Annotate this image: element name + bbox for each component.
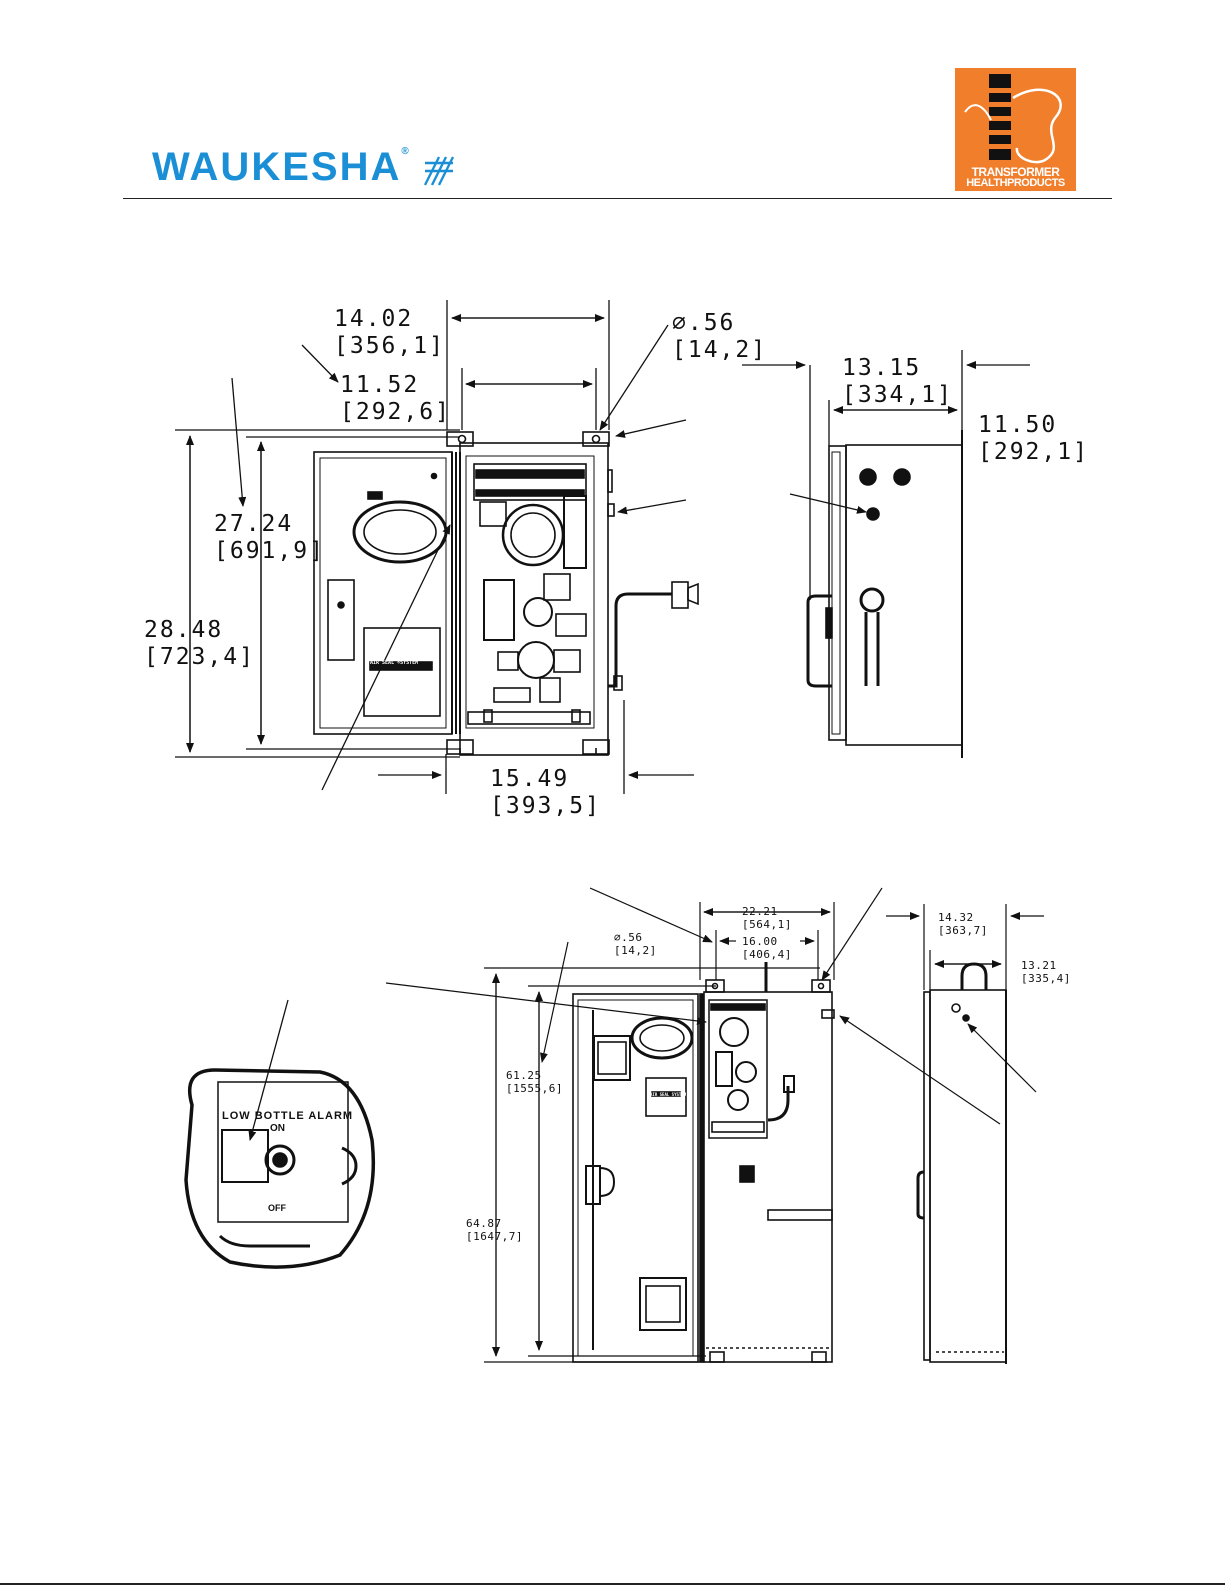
bottom-height-inner-dim: 61.25 [1555,6] <box>506 1069 563 1095</box>
badge-line-1: TRANSFORMER <box>971 165 1060 179</box>
top-door-depth-dim: 15.49 [393,5] <box>490 766 601 820</box>
bottom-width-outer-dim: 22.21 [564,1] <box>742 905 792 931</box>
top-width-outer-dim: 14.02 [356,1] <box>334 306 445 360</box>
top-door-panel <box>313 451 453 735</box>
header-rule <box>123 198 1112 199</box>
bottom-height-outer-dim: 64.87 [1647,7] <box>466 1217 523 1243</box>
brand-name: WAUKESHA <box>152 145 402 189</box>
bottom-cabinet-body <box>703 962 835 1363</box>
top-side-outer-dim: 13.15 [334,1] <box>842 355 953 409</box>
bottom-door-panel <box>572 993 704 1363</box>
waukesha-stripe-icon <box>423 156 455 186</box>
top-hinge <box>451 452 461 734</box>
top-height-inner-dim: 27.24 [691,9] <box>214 511 325 565</box>
detail-on-label: ON <box>270 1123 285 1134</box>
top-dimension-lines <box>175 300 1030 794</box>
footer-rule <box>0 1583 1225 1585</box>
top-height-outer-dim: 28.48 [723,4] <box>144 617 255 671</box>
bottom-side-outer-dim: 14.32 [363,7] <box>938 911 988 937</box>
insulator-icon <box>964 74 1062 164</box>
top-width-inner-dim: 11.52 [292,6] <box>340 372 451 426</box>
waukesha-logo: WAUKESHA® <box>152 145 411 189</box>
bottom-dimension-lines <box>385 887 1044 1363</box>
bottom-side-inner-dim: 13.21 [335,4] <box>1021 959 1071 985</box>
detail-off-label: OFF <box>268 1203 286 1213</box>
top-side-inner-dim: 11.50 [292,1] <box>978 412 1089 466</box>
bottom-door-label: AIR SEAL SYSTEM <box>650 1092 687 1097</box>
bottom-width-inner-dim: 16.00 [406,4] <box>742 935 792 961</box>
top-cabinet-body <box>446 431 699 756</box>
bottom-side-view <box>916 962 1007 1364</box>
detail-alarm-label: LOW BOTTLE ALARM <box>222 1110 354 1122</box>
bottom-hole-diameter-dim: ∅.56 [14,2] <box>614 931 657 957</box>
top-side-view <box>806 430 963 758</box>
top-door-label: AIR SEAL ®SYSTEM <box>370 660 419 666</box>
top-hole-diameter-dim: ∅.56 [14,2] <box>672 310 768 364</box>
detail-callout <box>184 999 376 1269</box>
transformer-health-products-badge: TRANSFORMER HEALTHPRODUCTS <box>955 68 1076 191</box>
brand-registered-mark: ® <box>401 146 411 157</box>
badge-line-2: HEALTHPRODUCTS <box>966 177 1065 189</box>
